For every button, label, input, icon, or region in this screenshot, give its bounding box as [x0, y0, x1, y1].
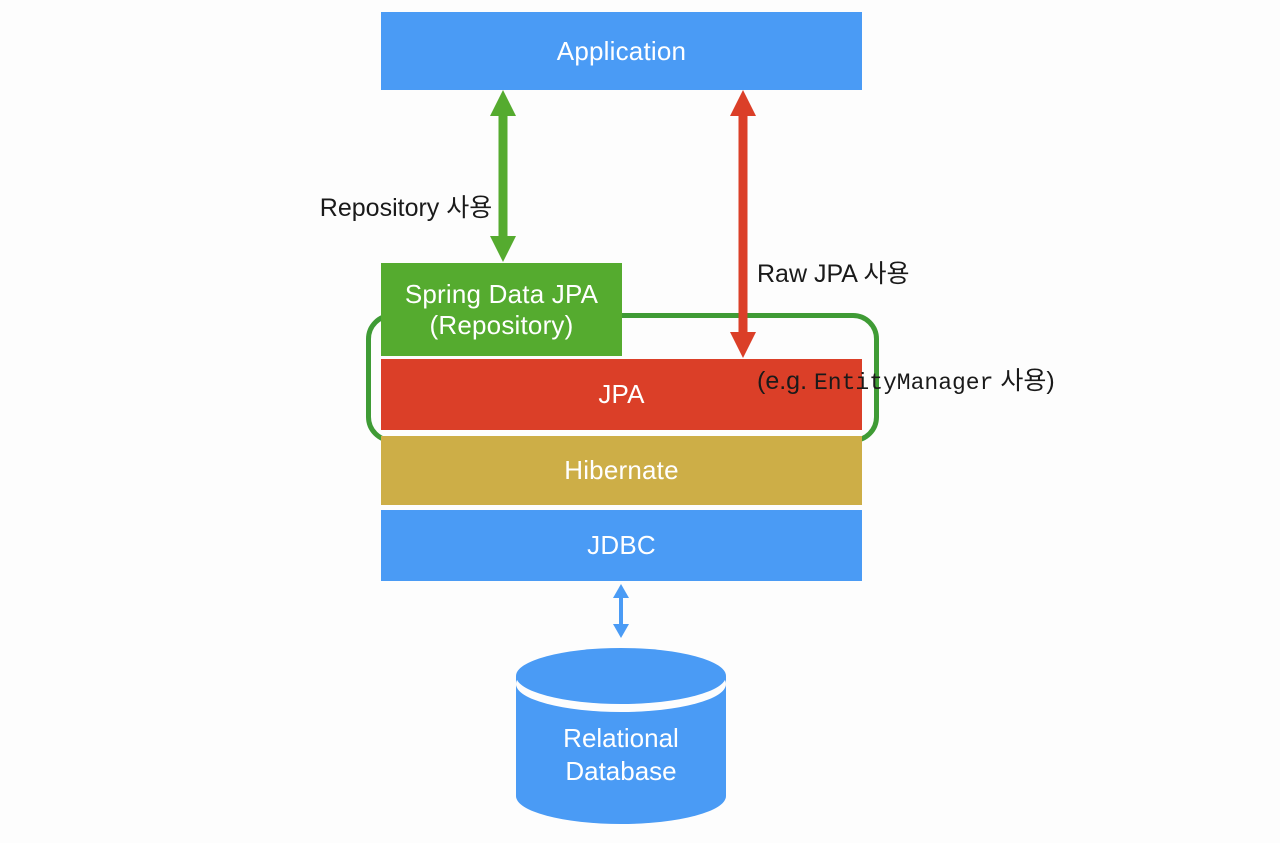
label-repository-usage: Repository 사용 — [292, 155, 492, 262]
box-jdbc-label: JDBC — [587, 530, 656, 561]
label-raw-jpa-line2-suffix: 사용) — [993, 366, 1055, 395]
box-spring-data-jpa-label-line2: (Repository) — [429, 309, 574, 340]
box-spring-data-jpa-label-line1: Spring Data JPA — [404, 278, 599, 309]
label-raw-jpa-line1: Raw JPA 사용 — [757, 260, 910, 288]
label-raw-jpa-usage: Raw JPA 사용 (e.g. EntityManager 사용) — [757, 186, 1055, 470]
box-jdbc: JDBC — [381, 510, 862, 581]
database-cylinder — [516, 648, 726, 824]
database-label-line2: Database — [565, 755, 677, 786]
box-jpa-label: JPA — [598, 379, 645, 410]
label-repository-usage-text: Repository 사용 — [319, 193, 493, 222]
box-hibernate: Hibernate — [381, 436, 862, 505]
box-application-label: Application — [556, 35, 687, 66]
box-application: Application — [381, 12, 862, 90]
label-raw-jpa-line2-mono: EntityManager — [813, 369, 994, 396]
box-spring-data-jpa: Spring Data JPA (Repository) — [381, 263, 622, 356]
label-raw-jpa-line2: (e.g. EntityManager 사용) — [757, 364, 1055, 400]
box-jpa: JPA — [381, 359, 862, 430]
blue-arrow — [606, 583, 636, 639]
database-label-line1: Relational — [563, 723, 679, 753]
database-label: Relational Database — [516, 722, 726, 787]
box-hibernate-label: Hibernate — [564, 455, 679, 486]
green-arrow — [482, 88, 524, 264]
label-raw-jpa-line2-prefix: (e.g. — [757, 366, 814, 395]
red-arrow — [722, 88, 764, 360]
